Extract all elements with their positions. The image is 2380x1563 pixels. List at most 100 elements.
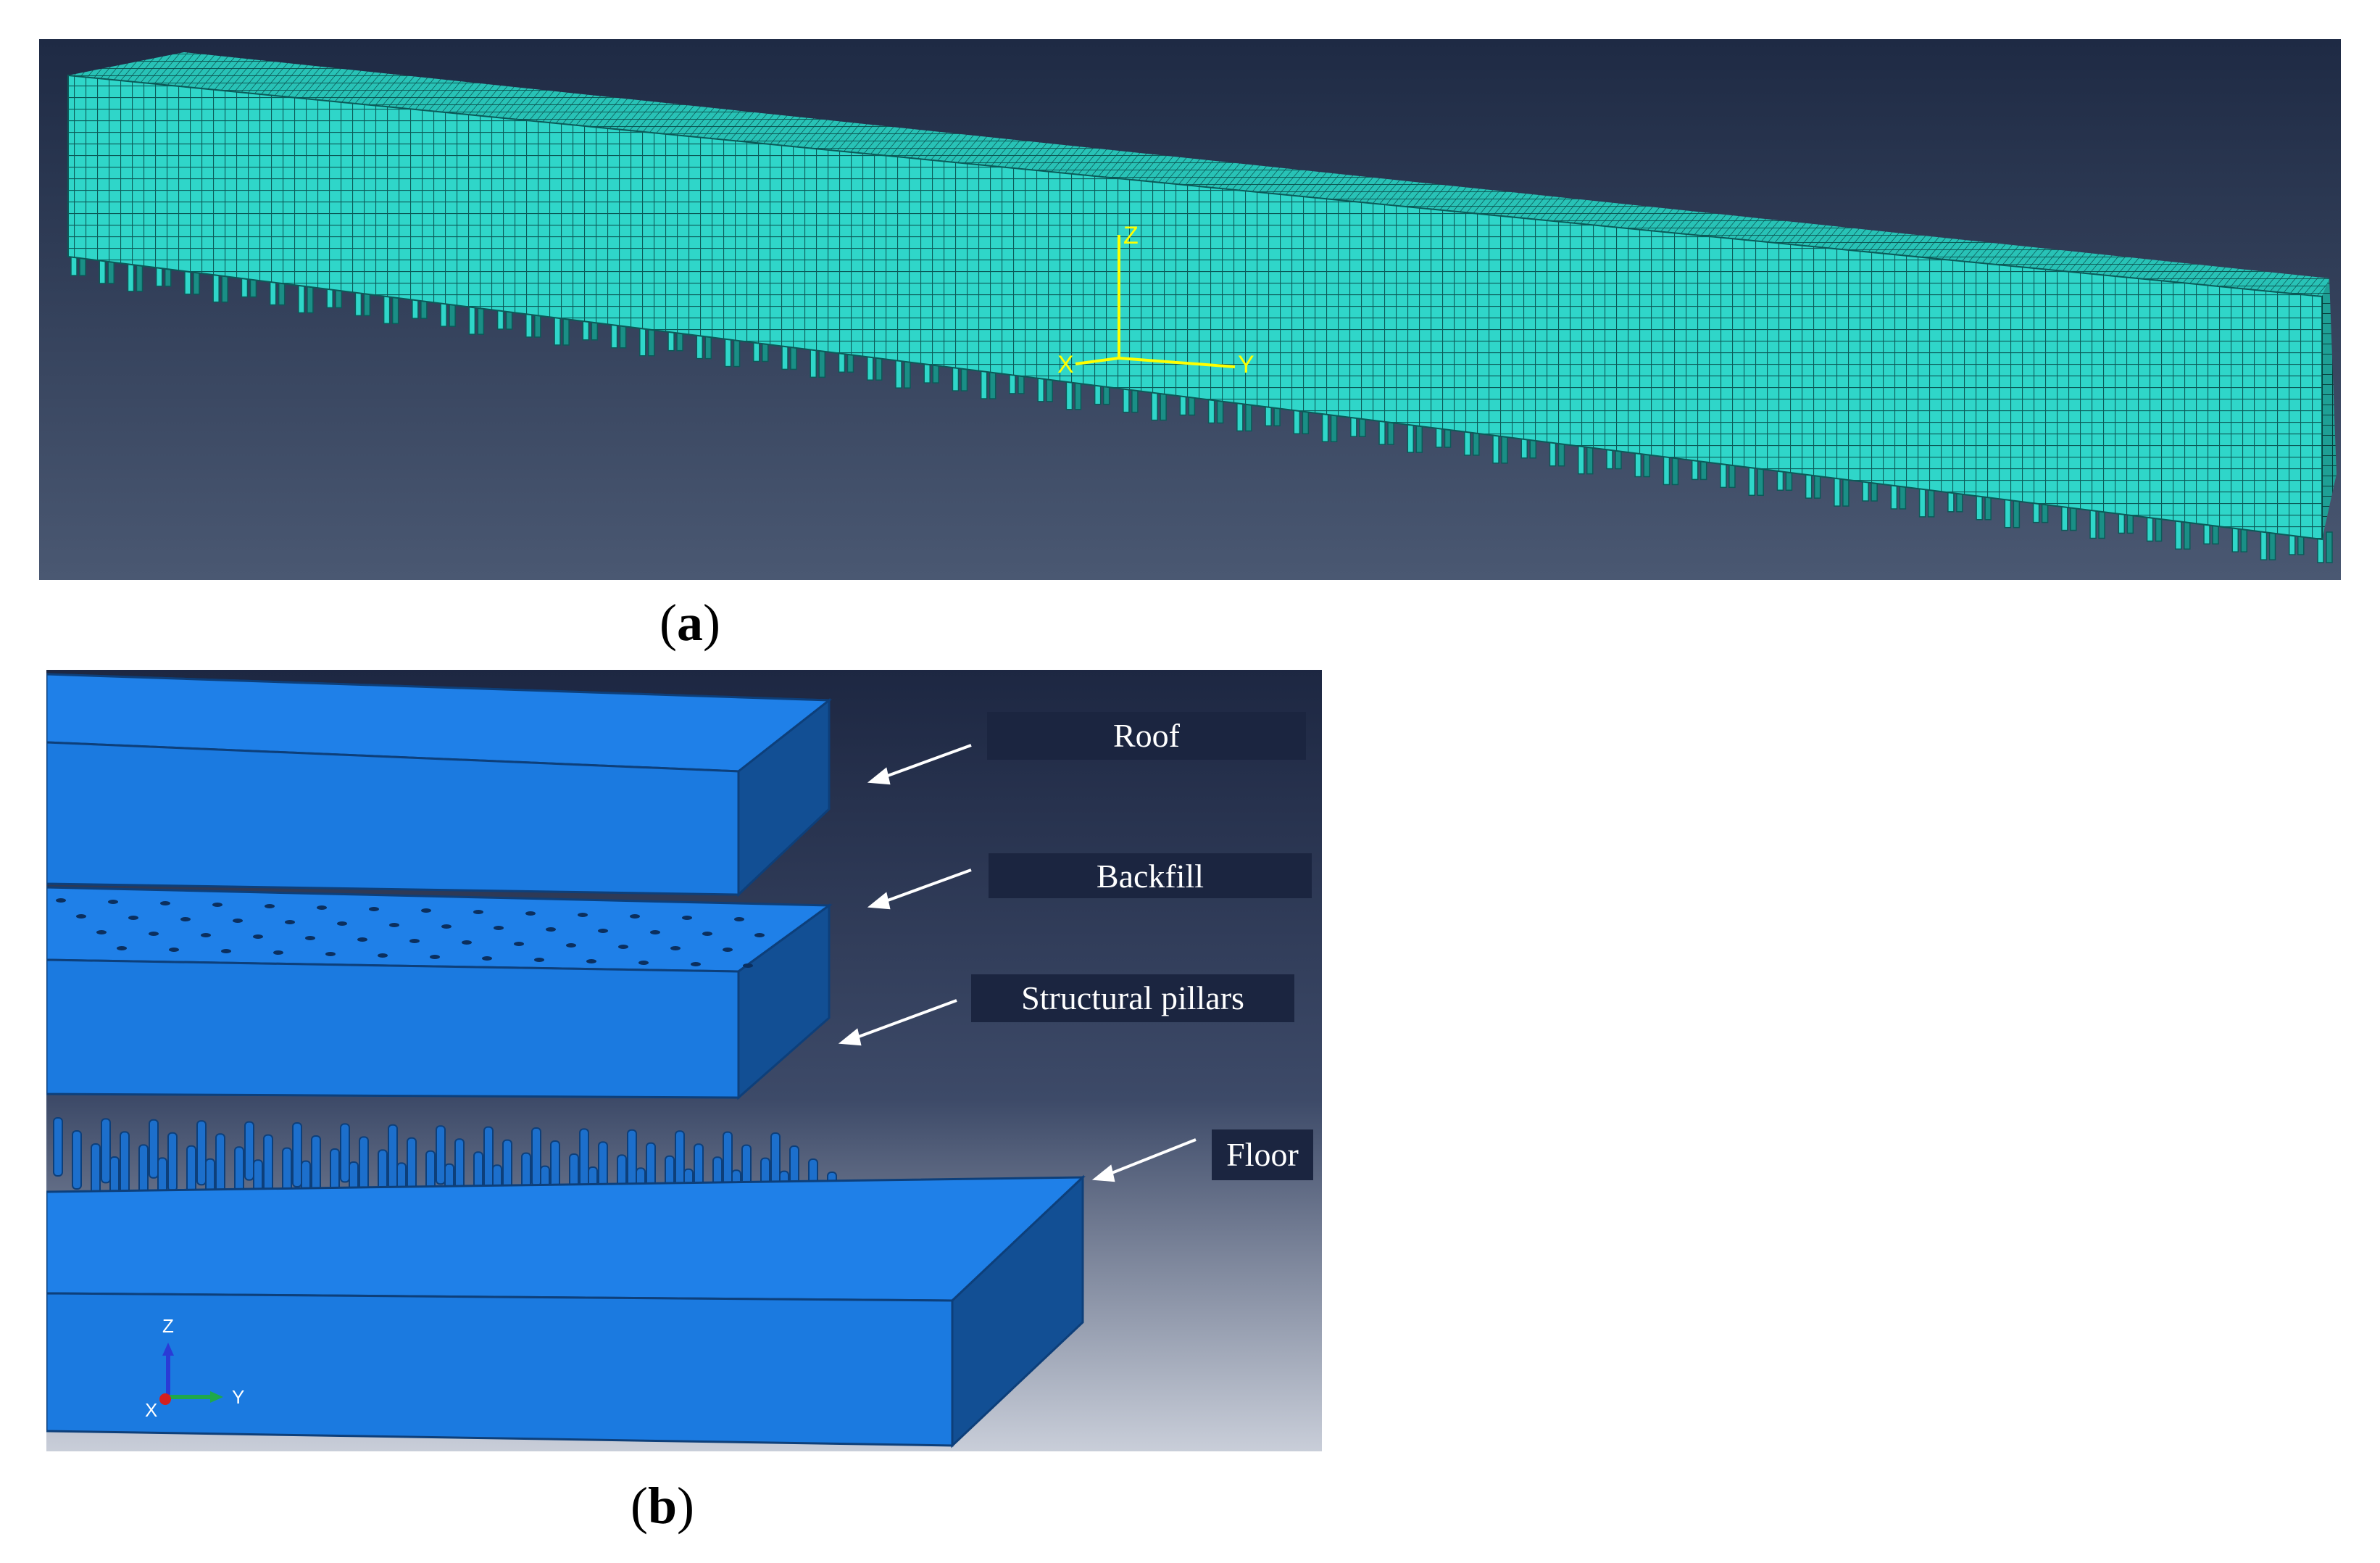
beam-end-face bbox=[2322, 278, 2337, 539]
backfill-hole bbox=[441, 924, 452, 929]
backfill-hole bbox=[96, 930, 107, 934]
backfill-hole bbox=[638, 961, 649, 965]
axis-label-y: Y bbox=[232, 1386, 244, 1408]
label-floor: Floor bbox=[1212, 1129, 1313, 1180]
beam-top-face bbox=[68, 52, 2329, 297]
structural-pillar bbox=[531, 1127, 541, 1187]
label-pillars-text: Structural pillars bbox=[1021, 979, 1244, 1016]
structural-pillar bbox=[120, 1131, 130, 1197]
backfill-hole bbox=[482, 956, 492, 961]
backfill-hole bbox=[430, 955, 440, 959]
structural-pillar bbox=[167, 1132, 178, 1192]
backfill-hole bbox=[389, 923, 399, 927]
caption-a: (a) bbox=[660, 594, 720, 652]
backfill-hole bbox=[650, 930, 660, 934]
backfill-hole bbox=[265, 904, 275, 908]
backfill-hole bbox=[514, 942, 524, 946]
backfill-hole bbox=[369, 907, 379, 911]
structural-pillar bbox=[388, 1124, 398, 1190]
backfill-hole bbox=[253, 934, 263, 939]
structural-pillar bbox=[436, 1125, 446, 1185]
backfill-hole bbox=[618, 945, 628, 949]
label-floor-text: Floor bbox=[1226, 1136, 1299, 1173]
backfill-hole bbox=[212, 903, 222, 907]
backfill-hole bbox=[378, 953, 388, 958]
structural-pillar bbox=[483, 1126, 494, 1192]
backfill-hole bbox=[586, 959, 596, 963]
backfill-hole bbox=[169, 948, 179, 952]
backfill-hole bbox=[743, 963, 753, 968]
backfill-hole bbox=[546, 927, 556, 932]
backfill-hole bbox=[723, 948, 733, 952]
mesh-pillar bbox=[2326, 531, 2333, 563]
exploded-model-canvas: Roof Backfill Structural pillars Floor bbox=[46, 670, 1322, 1451]
structural-pillar bbox=[53, 1117, 63, 1177]
structural-pillar bbox=[149, 1119, 159, 1179]
backfill-hole bbox=[754, 933, 765, 937]
backfill-hole bbox=[691, 962, 701, 966]
label-backfill: Backfill bbox=[989, 853, 1312, 898]
label-structural-pillars: Structural pillars bbox=[971, 974, 1294, 1022]
floor-block bbox=[46, 1174, 1086, 1448]
backfill-hole bbox=[566, 943, 576, 948]
backfill-hole bbox=[357, 937, 367, 942]
structural-pillar bbox=[244, 1121, 254, 1181]
backfill-hole bbox=[233, 919, 243, 923]
backfill-hole bbox=[285, 920, 295, 924]
backfill-hole bbox=[160, 901, 170, 905]
structural-pillar bbox=[101, 1118, 111, 1184]
backfill-hole bbox=[630, 914, 640, 919]
backfill-pillar-holes bbox=[56, 898, 765, 968]
coordinate-axes bbox=[1075, 235, 1236, 368]
panel-b-exploded-model: Roof Backfill Structural pillars Floor bbox=[46, 670, 1322, 1451]
backfill-hole bbox=[494, 926, 504, 930]
backfill-hole bbox=[56, 898, 66, 903]
structural-pillar bbox=[196, 1120, 207, 1186]
axis-label-x: X bbox=[1057, 351, 1074, 378]
backfill-hole bbox=[409, 939, 420, 943]
axis-label-z: Z bbox=[1123, 222, 1139, 249]
backfill-hole bbox=[117, 946, 127, 950]
backfill-hole bbox=[473, 910, 483, 914]
backfill-hole bbox=[534, 958, 544, 962]
backfill-hole bbox=[273, 950, 283, 955]
axis-label-y: Y bbox=[1238, 351, 1255, 378]
caption-b: (b) bbox=[631, 1477, 695, 1535]
mesh-model-canvas: Z Y X bbox=[39, 39, 2341, 580]
roof-block bbox=[46, 673, 833, 897]
backfill-hole bbox=[317, 905, 327, 910]
backfill-hole bbox=[462, 940, 472, 945]
coordinate-axes bbox=[159, 1343, 223, 1405]
axis-label-z: Z bbox=[162, 1315, 174, 1337]
backfill-block bbox=[46, 886, 833, 1100]
structural-pillar bbox=[292, 1122, 302, 1187]
backfill-hole bbox=[201, 933, 211, 937]
backfill-hole bbox=[734, 917, 744, 921]
backfill-hole bbox=[180, 917, 191, 921]
structural-pillar bbox=[340, 1123, 350, 1183]
backfill-hole bbox=[682, 916, 692, 920]
backfill-hole bbox=[525, 911, 536, 916]
structural-pillar bbox=[627, 1129, 637, 1189]
backfill-hole bbox=[128, 916, 138, 920]
backfill-hole bbox=[421, 908, 431, 913]
backfill-hole bbox=[76, 914, 86, 919]
backfill-hole bbox=[305, 936, 315, 940]
label-roof-text: Roof bbox=[1113, 717, 1181, 754]
label-backfill-text: Backfill bbox=[1097, 858, 1204, 895]
backfill-hole bbox=[108, 900, 118, 904]
mesh-pillars bbox=[70, 249, 2333, 563]
backfill-hole bbox=[337, 921, 347, 926]
backfill-hole bbox=[325, 952, 336, 956]
backfill-hole bbox=[149, 932, 159, 936]
backfill-hole bbox=[578, 913, 588, 917]
label-roof: Roof bbox=[987, 712, 1306, 760]
panel-a-mesh-model: Z Y X bbox=[39, 39, 2341, 580]
backfill-hole bbox=[702, 932, 712, 936]
backfill-hole bbox=[670, 946, 681, 950]
structural-pillar bbox=[215, 1133, 225, 1199]
backfill-hole bbox=[221, 949, 231, 953]
structural-pillar bbox=[72, 1130, 82, 1190]
structural-pillar bbox=[263, 1134, 273, 1194]
label-arrows bbox=[838, 744, 1197, 1182]
